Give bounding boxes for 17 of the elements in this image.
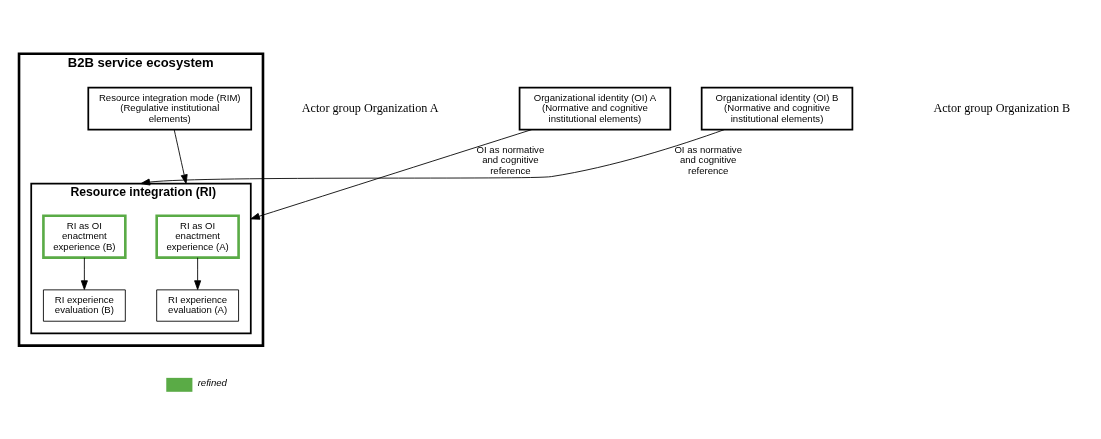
node-box: Organizational identity (OI) A (Normative and cognitive institutional elements) [518,86,672,131]
edge-label: OI as normative and cognitive reference [476,143,545,176]
node-box: Organizational identity (OI) B (Normative and cognitive institutional elements) [700,86,854,131]
node-box: RI as OI enactment experience (B) [42,214,127,259]
node-box: RI as OI enactment experience (A) [155,214,240,259]
node-box: RI experience evaluation (B) [43,289,126,322]
label: Actor group Organization B [933,100,1071,115]
edge-label: OI as normative and cognitive reference [674,143,742,176]
node-box: Resource integration mode (RIM) (Regulative institutional elements) [87,86,253,131]
label: Actor group Organization A [301,100,439,115]
arrow [140,129,725,186]
arrow [80,257,88,290]
node-box: RI experience evaluation (A) [156,289,240,322]
arrow [173,129,188,184]
arrow [250,129,533,220]
arrow [194,257,202,290]
legend-label: refined [197,377,227,389]
